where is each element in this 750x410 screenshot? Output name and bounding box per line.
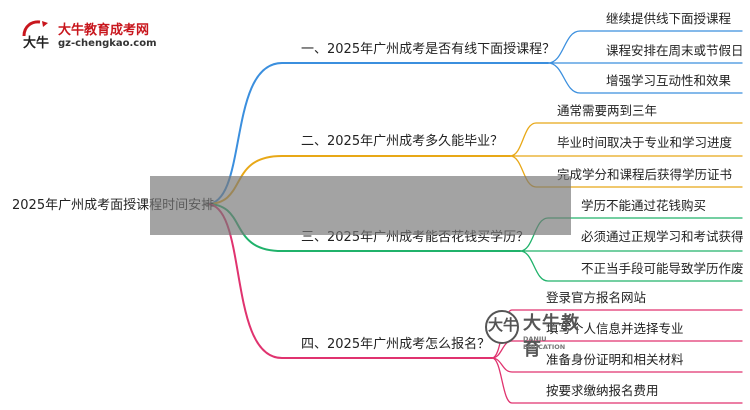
leaf-4-3: 准备身份证明和相关材料 <box>546 352 684 367</box>
leaf-1-3: 增强学习互动性和效果 <box>606 73 732 88</box>
watermark-mark-icon <box>485 310 519 344</box>
watermark-subtitle: DANIU EDUCATION <box>523 335 566 351</box>
leaf-4-1: 登录官方报名网站 <box>546 290 647 305</box>
leaf-4-4: 按要求缴纳报名费用 <box>546 383 659 398</box>
leaf-1-2: 课程安排在周末或节假日 <box>606 43 744 58</box>
branch-label-1: 一、2025年广州成考是否有线下面授课程？ <box>301 42 556 57</box>
leaf-connector-4-4 <box>491 357 743 404</box>
leaf-connector-1-3 <box>547 62 743 94</box>
leaf-connector-1-1 <box>547 30 743 64</box>
logo-mark-icon: 大牛 <box>22 20 49 51</box>
logo-url: gz-chengkao.com <box>58 38 157 49</box>
branch-label-4: 四、2025年广州成考怎么报名？ <box>301 337 491 352</box>
branch-label-2: 二、2025年广州成考多久能毕业？ <box>301 134 504 149</box>
watermark-title: 大牛教育 <box>523 313 580 360</box>
svg-text:大牛: 大牛 <box>23 35 49 51</box>
leaf-connector-2-1 <box>509 122 743 157</box>
leaf-connector-3-3 <box>519 250 743 282</box>
leaf-3-3: 不正当手段可能导致学历作废 <box>581 261 744 276</box>
leaf-3-1: 学历不能通过花钱购买 <box>581 198 707 213</box>
leaf-4-2: 填写个人信息并选择专业 <box>546 321 684 336</box>
grey-overlay <box>150 176 571 235</box>
leaf-2-2: 毕业时间取决于专业和学习进度 <box>557 135 733 150</box>
leaf-1-1: 继续提供线下面授课程 <box>606 11 732 26</box>
leaf-2-3: 完成学分和课程后获得学历证书 <box>557 167 733 182</box>
watermark-logo: 大牛 大牛教育 DANIU EDUCATION <box>485 306 580 360</box>
watermark-mark-glyph: 大牛 <box>488 316 519 334</box>
leaf-2-1: 通常需要两到三年 <box>557 103 658 118</box>
logo-title: 大牛教育成考网 <box>58 23 150 38</box>
leaf-3-2: 必须通过正规学习和考试获得 <box>581 229 744 244</box>
leaf-connector-4-2 <box>491 340 743 359</box>
site-logo: 大牛 大牛教育成考网 gz-chengkao.com <box>18 16 168 56</box>
